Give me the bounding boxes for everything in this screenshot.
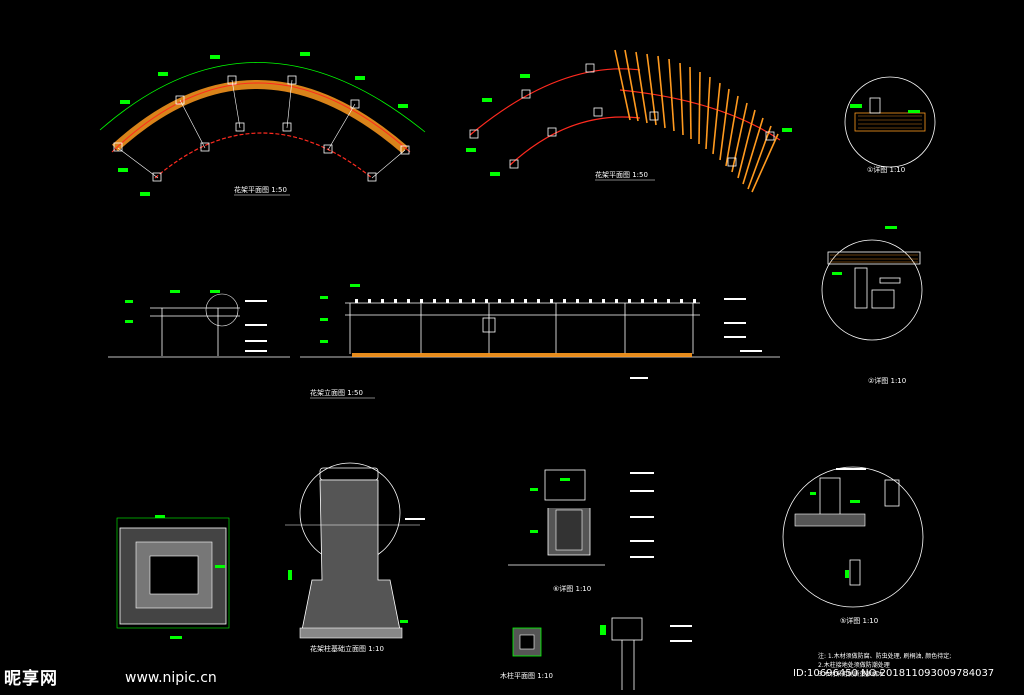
foundation-caption: 花架柱基础立面图 1:10 (310, 644, 384, 653)
watermark-site-name: 昵享网 (4, 669, 58, 689)
plan-right-inner-arc (509, 116, 641, 166)
elevation-side (108, 307, 290, 358)
pergola-elevation: 花架立面图 1:50 (108, 284, 780, 399)
plan-right-outer-arc (469, 68, 641, 136)
notes-line-2: 2.木柱接地处须做防潮处理 (818, 662, 890, 669)
plan-left-outer-arc-edge (111, 82, 411, 153)
plan-right-rafters (614, 49, 779, 193)
connector-detail (600, 617, 692, 690)
column-plan-caption: 木柱平面图 1:10 (500, 671, 553, 680)
detail-6: ⑥详图 1:10 (508, 469, 654, 593)
plan-left-dim-arc (99, 62, 426, 133)
notes-title: 注: 1.木材须做防腐、防虫处理, 刷桐油, 颜色待定; (818, 653, 952, 660)
detail-1: ①详图 1:10 (844, 76, 936, 174)
detail-2-caption: ②详图 1:10 (868, 376, 906, 385)
plan-right-dim-marks (466, 74, 792, 176)
plan-left-radial-lines (117, 79, 406, 179)
detail-5-caption: ⑤详图 1:10 (840, 616, 878, 625)
elevation-caption: 花架立面图 1:50 (310, 388, 363, 397)
elevation-long (300, 302, 780, 358)
notes-line-3: 3.木材采用优质菠萝格木 (818, 671, 884, 678)
pergola-plan-left: 花架平面图 1:50 (99, 52, 426, 196)
column-plan: 木柱平面图 1:10 (500, 627, 553, 680)
elevation-side-dims (125, 290, 220, 323)
plan-left-dim-marks (118, 52, 408, 196)
elevation-long-dims (320, 284, 360, 343)
pergola-plan-right: 花架平面图 1:50 (466, 49, 792, 193)
detail-2: ②详图 1:10 (821, 226, 923, 385)
plan-left-inner-arc (154, 132, 373, 179)
foundation-elevation: 花架柱基础立面图 1:10 (285, 462, 425, 653)
plan-right-caption: 花架平面图 1:50 (595, 170, 648, 179)
plan-left-caption: 花架平面图 1:50 (234, 185, 287, 194)
footing-plan (116, 515, 230, 639)
detail-6-caption: ⑥详图 1:10 (553, 584, 591, 593)
elevation-long-labels (630, 298, 762, 379)
detail-1-caption: ①详图 1:10 (867, 165, 905, 174)
drawing-notes: 注: 1.木材须做防腐、防虫处理, 刷桐油, 颜色待定; 2.木柱接地处须做防潮… (818, 652, 951, 679)
detail-5: ⑤详图 1:10 (782, 466, 924, 625)
plan-right-posts (469, 63, 775, 169)
elevation-paving (352, 353, 692, 357)
watermark-image-id: ID:10696450 NO:20181109300978403​7 (793, 668, 995, 679)
plan-left-outer-arc (111, 80, 408, 154)
watermark-site-url: www.nipic.cn (125, 670, 217, 686)
plan-left-posts (113, 75, 410, 182)
plan-right-beam-arc (619, 89, 781, 141)
elevation-rafter-ticks (355, 299, 696, 303)
elevation-side-labels (245, 300, 267, 352)
